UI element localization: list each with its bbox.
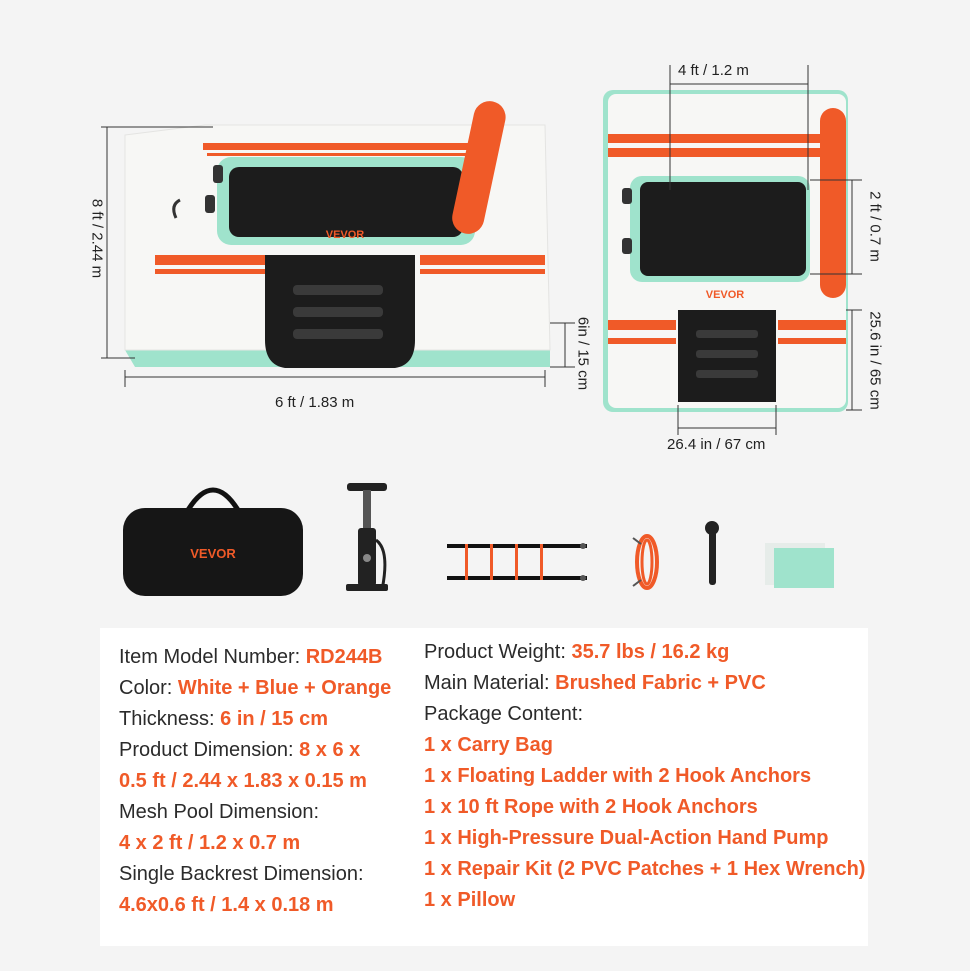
carry-bag-icon: VEVOR: [118, 480, 308, 600]
spec-model: Item Model Number: RD244B: [119, 645, 382, 669]
spec-package-label: Package Content:: [424, 703, 583, 725]
package-item: 1 x High-Pressure Dual-Action Hand Pump: [424, 827, 829, 849]
floating-ladder-icon: [445, 540, 590, 585]
spec-model-value: RD244B: [305, 646, 383, 668]
thickness-label: 6in / 15 cm: [574, 316, 592, 391]
spec-weight-value: 35.7 lbs / 16.2 kg: [571, 641, 730, 663]
spec-material: Main Material: Brushed Fabric + PVC: [424, 671, 766, 695]
dock-top-illustration: VEVOR: [603, 65, 862, 435]
spec-product-dimension: Product Dimension: 8 x 6 x: [119, 738, 360, 762]
width-label: 6 ft / 1.83 m: [275, 394, 355, 411]
rope-icon: [625, 530, 665, 595]
package-item: 1 x Pillow: [424, 889, 516, 911]
accessories-row: VEVOR: [110, 475, 860, 605]
spec-model-label: Item Model Number:: [119, 646, 306, 668]
spec-thickness-value: 6 in / 15 cm: [220, 708, 328, 730]
spec-thickness-label: Thickness:: [119, 708, 221, 730]
package-item: 1 x 10 ft Rope with 2 Hook Anchors: [424, 796, 758, 818]
spec-material-value: Brushed Fabric + PVC: [555, 672, 766, 694]
dock-logo: VEVOR: [326, 229, 365, 241]
backrest-width-label: 26.4 in / 67 cm: [667, 436, 766, 453]
spec-product-dimension-label: Product Dimension:: [119, 739, 300, 761]
package-item: 1 x Repair Kit (2 PVC Patches + 1 Hex Wr…: [424, 858, 866, 880]
spec-weight: Product Weight: 35.7 lbs / 16.2 kg: [424, 640, 729, 664]
spec-backrest-value: 4.6x0.6 ft / 1.4 x 0.18 m: [119, 894, 334, 916]
pvc-patches-icon: [762, 540, 837, 590]
spec-product-dimension-cont: 0.5 ft / 2.44 x 1.83 x 0.15 m: [119, 769, 367, 793]
spec-weight-label: Product Weight:: [424, 641, 572, 663]
spec-color-label: Color:: [119, 677, 178, 699]
spec-mesh-value: 4 x 2 ft / 1.2 x 0.7 m: [119, 832, 301, 854]
backrest-depth-label: 25.6 in / 65 cm: [866, 311, 884, 410]
hand-pump-icon: [342, 480, 392, 600]
spec-color: Color: White + Blue + Orange: [119, 676, 391, 700]
dock-perspective-view: VEVOR: [95, 95, 595, 425]
spec-color-value: White + Blue + Orange: [177, 677, 392, 699]
dock-top-view: VEVOR: [600, 60, 890, 460]
spec-material-label: Main Material:: [424, 672, 556, 694]
bag-logo: VEVOR: [190, 546, 236, 561]
pool-depth-label: 2 ft / 0.7 m: [866, 191, 884, 262]
package-item: 1 x Floating Ladder with 2 Hook Anchors: [424, 765, 812, 787]
spec-mesh-label: Mesh Pool Dimension:: [119, 801, 320, 823]
length-label: 8 ft / 2.44 m: [88, 198, 106, 279]
dock-perspective-illustration: VEVOR: [101, 101, 575, 387]
spec-card: Item Model Number: RD244B Color: White +…: [100, 628, 868, 946]
spec-product-dimension-value-2: 0.5 ft / 2.44 x 1.83 x 0.15 m: [119, 770, 367, 792]
hex-wrench-icon: [700, 520, 730, 590]
spec-backrest-label: Single Backrest Dimension:: [119, 863, 364, 885]
top-view-logo: VEVOR: [706, 289, 745, 301]
pool-width-label: 4 ft / 1.2 m: [678, 62, 749, 79]
spec-thickness: Thickness: 6 in / 15 cm: [119, 707, 328, 731]
package-item: 1 x Carry Bag: [424, 734, 553, 756]
spec-product-dimension-value-1: 8 x 6 x: [299, 739, 361, 761]
